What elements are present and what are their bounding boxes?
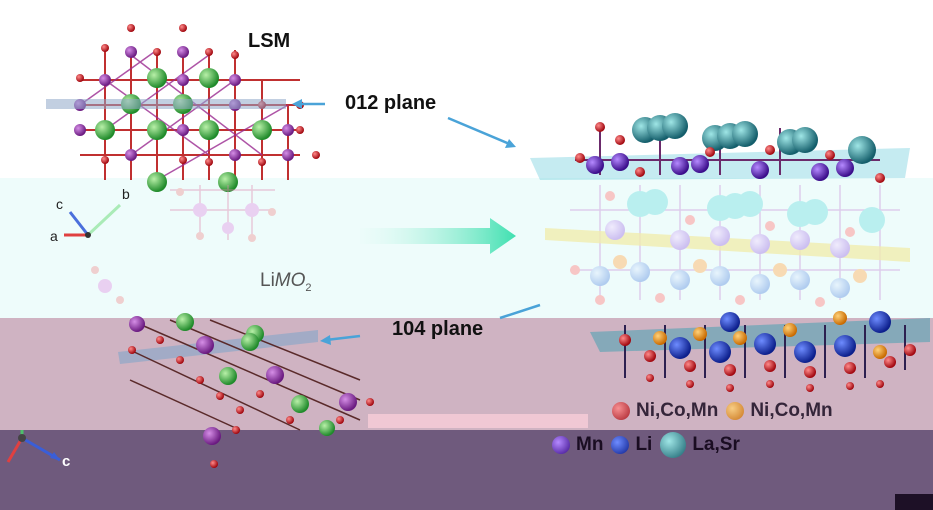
legend-label-li: Li [635, 434, 653, 455]
plane-104-label: 104 plane [392, 318, 484, 340]
right-heterostructure-middle [545, 185, 910, 307]
axis-label-a-top: a [50, 228, 58, 244]
background-band-white [0, 0, 933, 178]
limo2-label: LiMO2 [260, 270, 312, 294]
legend: Ni,Co,Mn Ni,Co,Mn Mn Li La,Sr [552, 400, 882, 466]
axes-indicator-bottom [6, 430, 61, 463]
legend-row-2: Mn Li La,Sr [552, 432, 748, 458]
limo2-lattice-faded [91, 185, 276, 304]
legend-row-1: Ni,Co,Mn Ni,Co,Mn [612, 400, 841, 422]
legend-label-nicomn-red: Ni,Co,Mn [636, 400, 719, 421]
legend-label-nicomn-orange: Ni,Co,Mn [750, 400, 833, 421]
background-band-mauve [0, 318, 933, 430]
limo2-subscript: 2 [305, 282, 312, 294]
limo2-italic: MO [274, 270, 306, 291]
glitch-strip [368, 414, 588, 428]
limo2-lattice-bottom [118, 313, 374, 468]
plane-012-label: 012 plane [345, 92, 437, 114]
legend-item-nicomn-red: Ni,Co,Mn [612, 400, 718, 422]
lsm-label: LSM [248, 30, 291, 52]
axis-label-b-top: b [122, 186, 130, 202]
lsm-012-plane [46, 99, 286, 109]
limo2-104-plane [118, 330, 318, 364]
legend-swatch-la-sr [660, 432, 687, 458]
pointer-arrows [292, 99, 541, 345]
legend-label-mn: Mn [576, 434, 604, 455]
legend-swatch-li [611, 436, 630, 454]
legend-label-la-sr: La,Sr [692, 434, 740, 455]
axis-label-c-top: c [56, 196, 63, 212]
legend-swatch-mn [552, 436, 570, 454]
legend-item-la-sr: La,Sr [660, 432, 740, 458]
right-heterostructure-bottom [590, 311, 930, 392]
lsm-lattice [46, 24, 320, 192]
legend-swatch-orange [726, 402, 745, 420]
transformation-arrow [360, 218, 516, 254]
limo2-prefix: Li [260, 270, 275, 291]
legend-item-nicomn-orange: Ni,Co,Mn [726, 400, 833, 422]
dark-corner-block [895, 494, 933, 510]
legend-item-li: Li [611, 434, 652, 456]
legend-swatch-red [612, 402, 630, 420]
axes-indicator-top [64, 203, 122, 238]
background-band-cyan [0, 178, 933, 318]
background-band-purple [0, 430, 933, 510]
right-heterostructure-top [530, 113, 910, 183]
legend-item-mn: Mn [552, 434, 603, 456]
axis-label-c-bottom: c [62, 453, 71, 470]
